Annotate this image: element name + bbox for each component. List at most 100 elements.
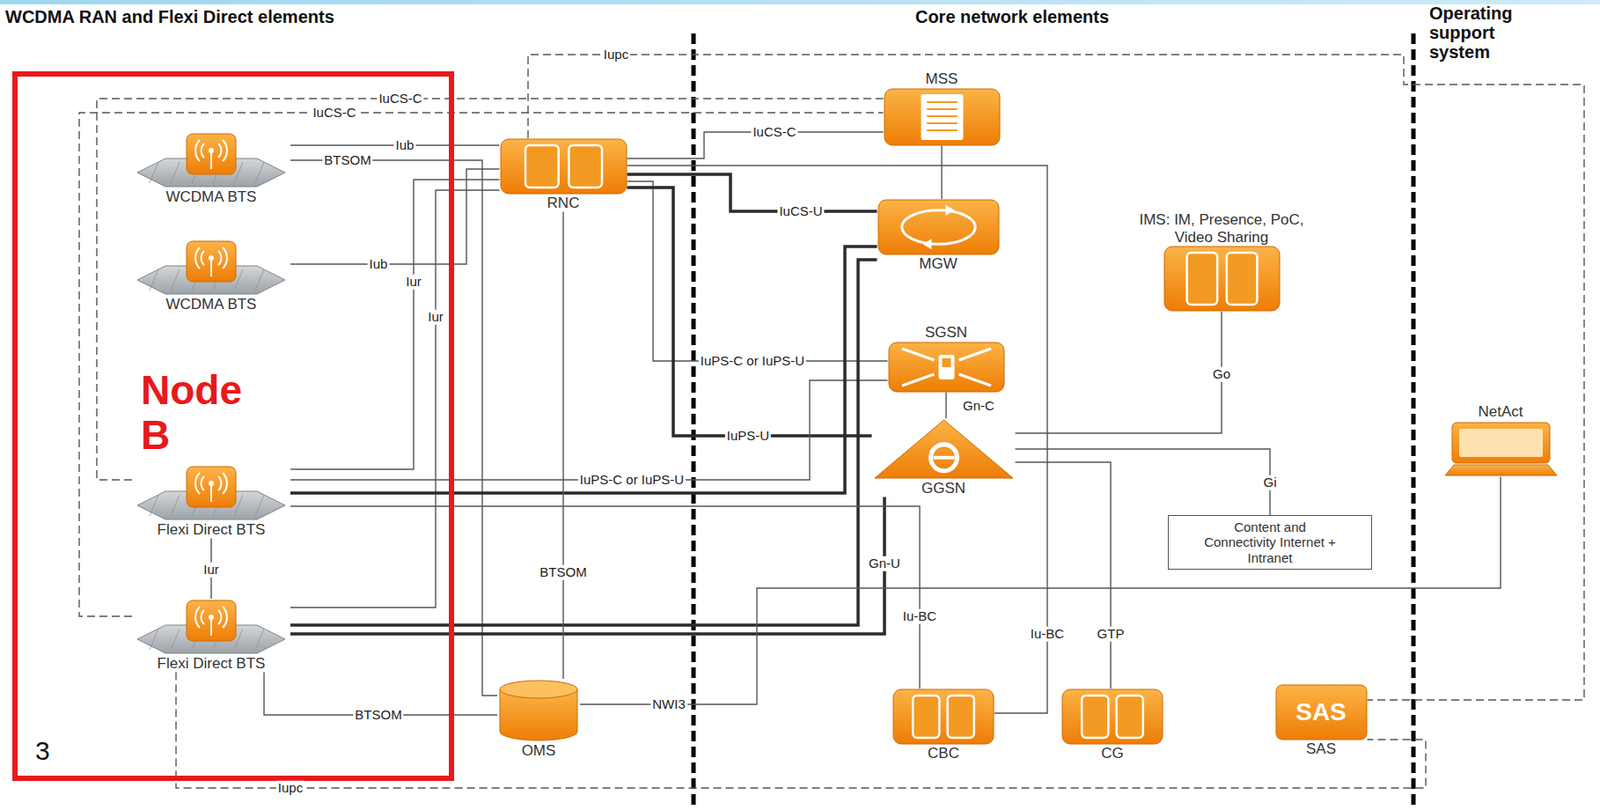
interface-line xyxy=(290,497,885,634)
platform-grid xyxy=(149,161,159,184)
sgsn-body xyxy=(888,342,1005,392)
interface-label: Iur xyxy=(403,274,424,290)
interface-line xyxy=(528,54,1585,700)
node-label: MGW xyxy=(918,255,957,273)
server-slot xyxy=(926,129,958,132)
region-divider xyxy=(1411,33,1417,810)
rack-body xyxy=(893,689,994,744)
platform-grid xyxy=(149,494,159,516)
node-label: SAS xyxy=(1306,740,1336,758)
netact-node: NetAct xyxy=(1439,403,1563,478)
interface-label: Iu-BC xyxy=(901,609,939,624)
antenna xyxy=(208,614,214,620)
bts-icon xyxy=(132,598,291,655)
node-label: CG xyxy=(1100,744,1124,763)
interface-line xyxy=(290,246,878,493)
icon-frame xyxy=(497,678,580,742)
interface-line xyxy=(290,259,878,625)
node-b-frame: Node BWCDMA BTSWCDMA BTSFlexi Direct BTS… xyxy=(12,71,455,781)
mss-node: MSS xyxy=(883,70,1001,147)
interface-label: BTSOM xyxy=(537,565,588,580)
bts-tile xyxy=(186,241,236,282)
node-label: CBC xyxy=(927,744,960,763)
interface-label: Gn-C xyxy=(961,398,997,414)
flexi-bts: Flexi Direct BTS xyxy=(132,598,291,673)
mss-body xyxy=(884,88,1000,146)
icon-frame xyxy=(1439,420,1563,478)
laptop-base xyxy=(1445,464,1557,476)
rack-door xyxy=(568,145,602,188)
interface-label: Iur xyxy=(201,562,221,578)
node-label: WCDMA BTS xyxy=(166,295,257,314)
content-box: Content and Connectivity Internet + Intr… xyxy=(1167,514,1373,570)
node-label: MSS xyxy=(925,70,959,89)
region-heading: Operating support system xyxy=(1429,3,1527,62)
icon-frame xyxy=(1061,688,1164,745)
interface-label: IuCS-C xyxy=(376,91,424,107)
icon-frame xyxy=(132,239,291,296)
sas-node: SASSAS xyxy=(1275,683,1368,758)
rnc-node: RNC xyxy=(499,138,628,213)
node-label: Flexi Direct BTS xyxy=(157,654,266,673)
rack-icon xyxy=(499,138,628,195)
interface-label: Gi xyxy=(1262,475,1279,491)
region-heading: WCDMA RAN and Flexi Direct elements xyxy=(5,7,335,27)
interface-line xyxy=(1015,448,1271,515)
platform-grid xyxy=(255,494,265,516)
bts-icon xyxy=(132,239,291,296)
bts-tile xyxy=(186,466,236,507)
ggsn-icon xyxy=(872,418,1016,480)
interface-label: IuPS-C or IuPS-U xyxy=(698,353,807,369)
interface-line xyxy=(562,212,564,679)
interface-line xyxy=(176,672,1426,788)
icon-frame: SAS xyxy=(1275,683,1368,741)
rack-door xyxy=(947,695,975,738)
bts-icon xyxy=(132,132,291,189)
icon-frame xyxy=(888,341,1006,393)
interface-label: Iub xyxy=(367,256,390,272)
antenna xyxy=(208,480,214,486)
region-heading: Core network elements xyxy=(915,7,1109,27)
interface-line xyxy=(79,112,884,617)
interface-label: Iu-BC xyxy=(1028,626,1066,642)
rack-door xyxy=(1225,252,1257,305)
antenna xyxy=(208,255,214,261)
node-label: NetAct xyxy=(1477,403,1523,421)
interface-line xyxy=(627,174,878,212)
ggsn-body xyxy=(874,419,1013,478)
rack-icon xyxy=(892,688,995,745)
interface-line xyxy=(1015,462,1112,689)
node-label: SGSN xyxy=(924,323,968,342)
interface-label: BTSOM xyxy=(322,153,373,169)
region-divider xyxy=(691,33,697,810)
platform-grid xyxy=(255,161,265,184)
cbc-node: CBC xyxy=(892,688,995,763)
platform-grid xyxy=(170,269,180,291)
wcdma-bts: WCDMA BTS xyxy=(132,132,291,206)
rack-door xyxy=(525,145,559,188)
laptop-display xyxy=(1459,428,1543,457)
antenna-mast xyxy=(210,485,213,502)
server xyxy=(920,94,963,140)
interface-line xyxy=(96,98,884,480)
rack-icon xyxy=(1163,245,1281,312)
mss-icon xyxy=(883,88,1001,147)
rack-body xyxy=(500,139,627,194)
interface-label: Gn-U xyxy=(866,556,903,572)
sas-body xyxy=(1276,684,1367,740)
ggsn-mark xyxy=(930,444,957,471)
antenna-mast xyxy=(210,260,213,277)
antenna-mast xyxy=(210,619,213,636)
interface-label: NWI3 xyxy=(650,697,688,712)
gateway-ring xyxy=(901,210,975,244)
interface-line xyxy=(627,181,889,361)
interface-label: Iub xyxy=(394,138,417,154)
server-slot xyxy=(926,108,958,111)
platform-grid xyxy=(170,494,180,516)
interface-line xyxy=(945,392,947,419)
antenna xyxy=(208,147,214,154)
server-slot xyxy=(926,115,958,118)
interface-line xyxy=(627,165,1049,713)
icon-frame xyxy=(132,598,291,655)
